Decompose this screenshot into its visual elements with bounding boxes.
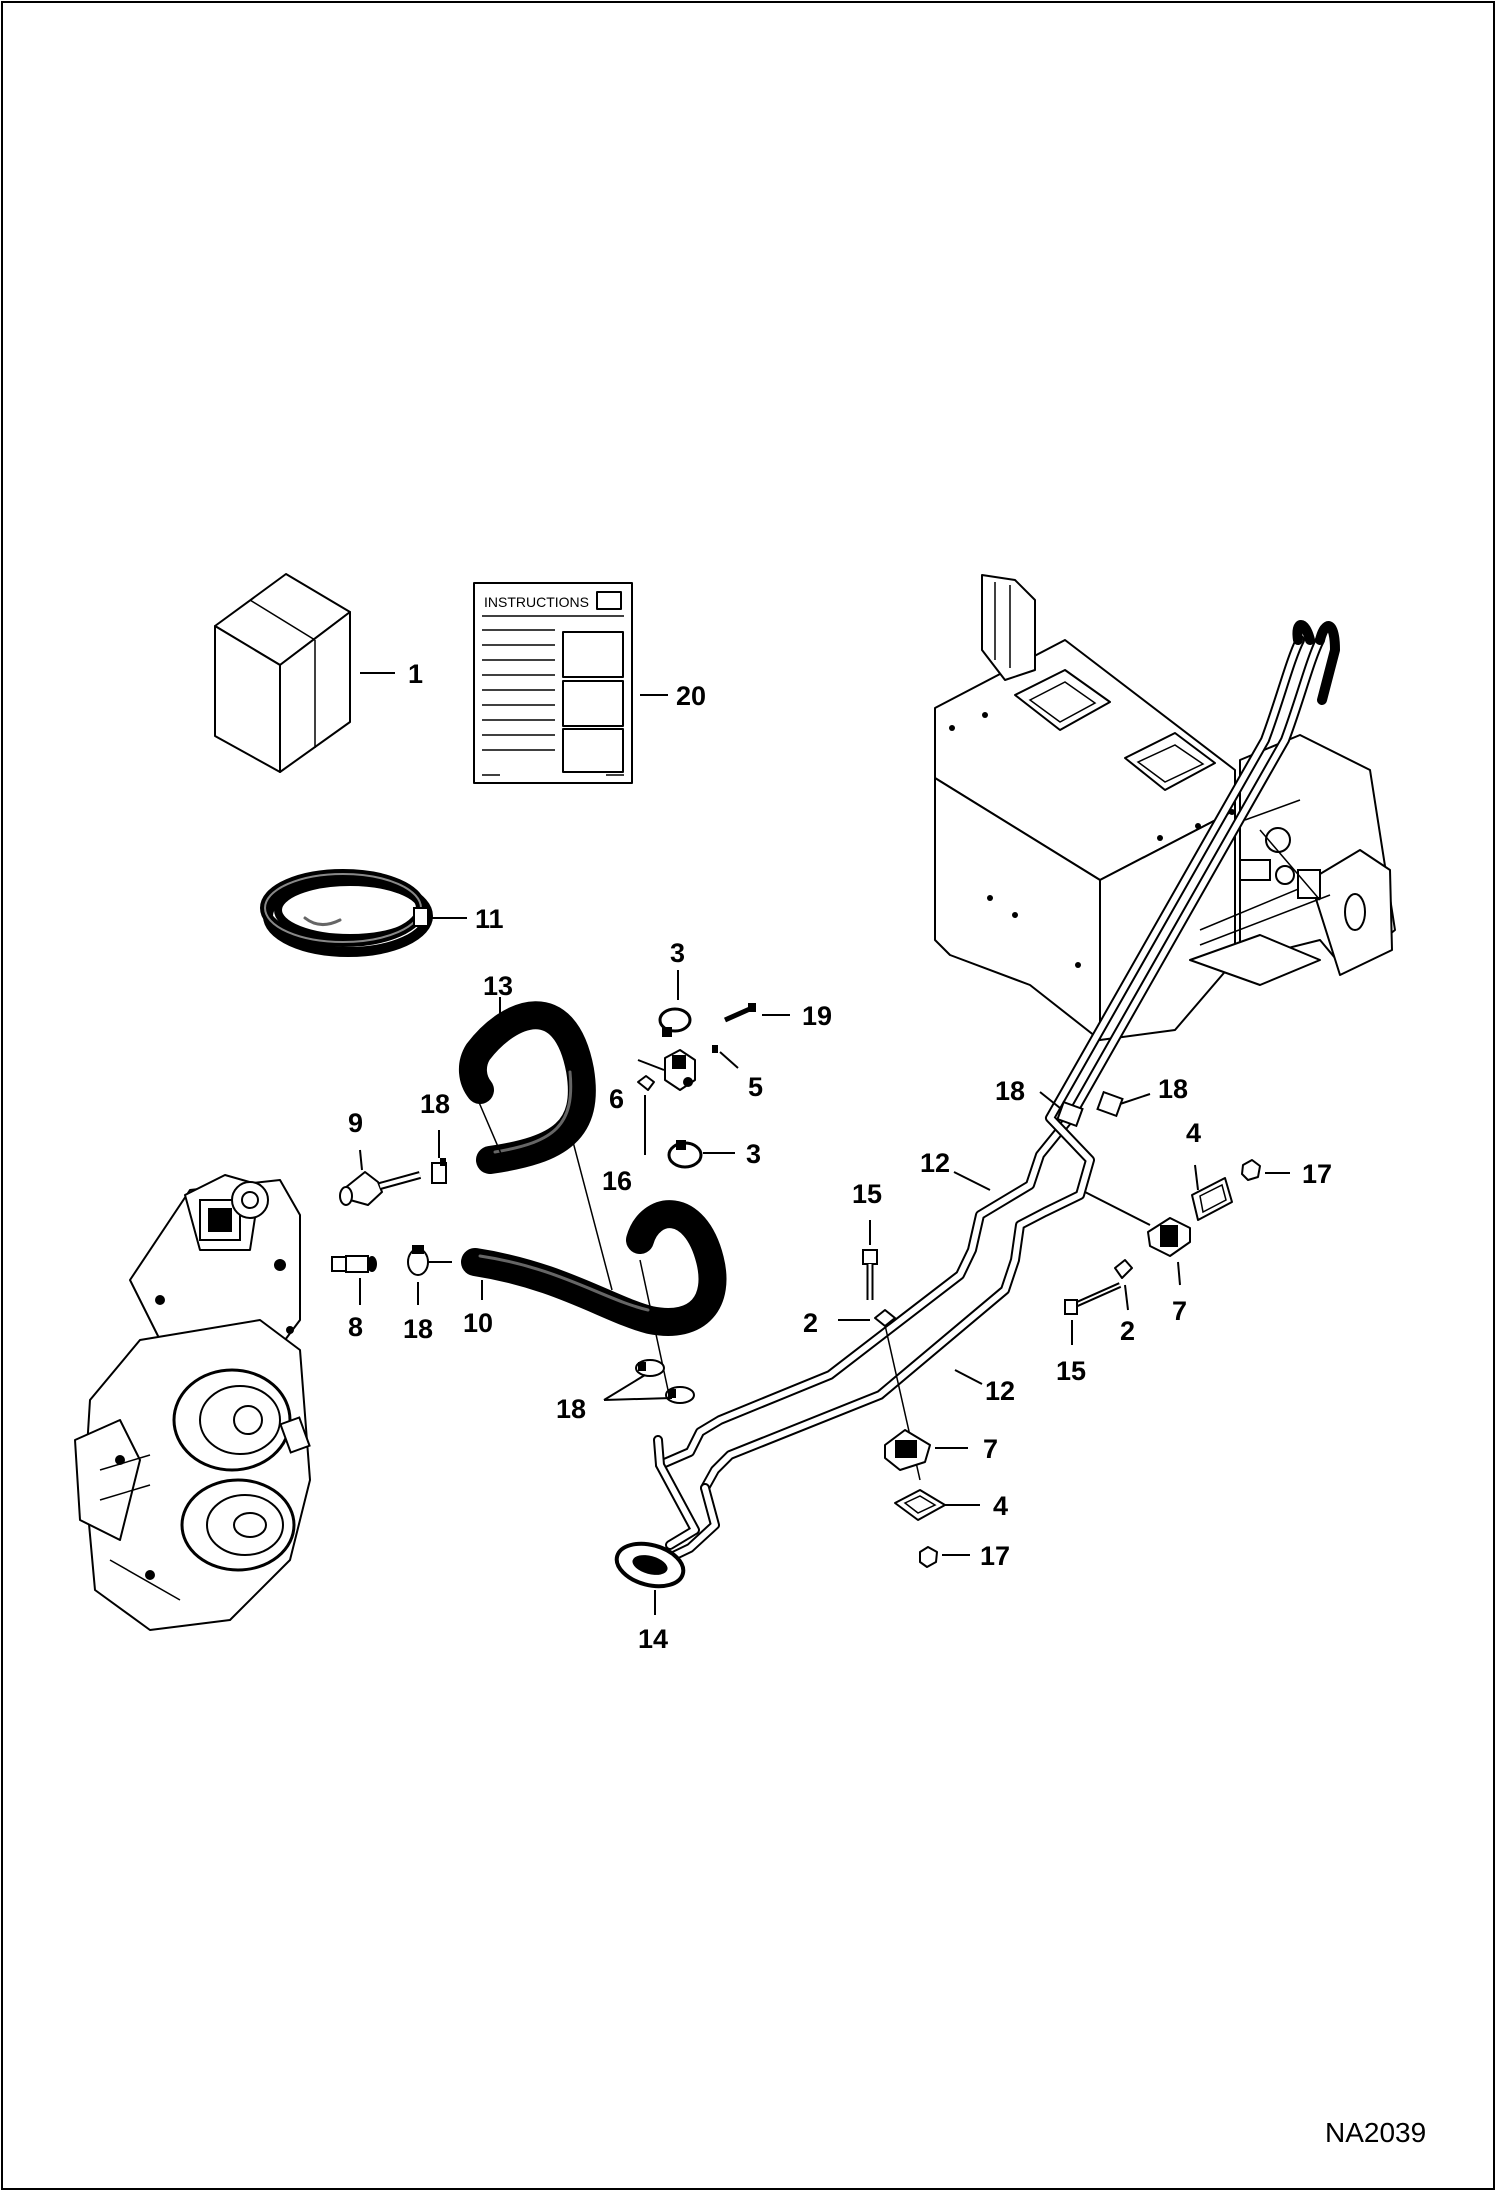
leader-18c-1	[603, 1374, 646, 1401]
fitting-16	[637, 1075, 655, 1091]
clamp-bracket-center	[884, 1429, 931, 1471]
callout-4b: 4	[1186, 1118, 1201, 1148]
callout-18d: 18	[995, 1076, 1025, 1106]
band-clamp-3-lower	[667, 1140, 703, 1169]
leader-4b	[1194, 1164, 1199, 1191]
leader-12b	[954, 1369, 983, 1385]
heater-hose-10	[461, 1200, 727, 1336]
shutoff-valve-6	[664, 1049, 696, 1091]
leader-5	[719, 1051, 739, 1069]
callout-1: 1	[408, 659, 423, 689]
heater-tube-assembly	[653, 620, 1340, 1565]
instructions-label: INSTRUCTIONS	[484, 594, 589, 610]
callout-7b: 7	[1172, 1296, 1187, 1326]
callout-19: 19	[802, 1001, 832, 1031]
callout-14: 14	[638, 1624, 668, 1654]
guide-line-1	[477, 1099, 509, 1171]
straight-fitting-8	[331, 1255, 377, 1273]
leader-7b-tube	[1084, 1191, 1151, 1226]
hose-clamp-18a	[431, 1158, 447, 1184]
callout-8: 8	[348, 1312, 363, 1342]
callout-7a: 7	[983, 1434, 998, 1464]
guide-line-2	[507, 1137, 573, 1171]
washer-5	[712, 1045, 718, 1053]
hose-clamp-18c-2	[665, 1386, 695, 1404]
callout-18a: 18	[420, 1089, 450, 1119]
leader-18c-2	[603, 1397, 673, 1401]
callout-6: 6	[609, 1084, 624, 1114]
leader-6	[637, 1059, 665, 1071]
grommet-part	[614, 1541, 686, 1589]
callout-2a: 2	[803, 1308, 818, 1338]
callout-15b: 15	[1056, 1356, 1086, 1386]
box-kit-part	[214, 573, 351, 773]
callout-4a: 4	[993, 1491, 1008, 1521]
callout-11: 11	[475, 904, 504, 934]
washer-right	[1114, 1259, 1133, 1279]
callout-15a: 15	[852, 1179, 882, 1209]
callout-10: 10	[463, 1308, 493, 1338]
leader-2b	[1124, 1284, 1129, 1311]
callout-12a: 12	[920, 1148, 950, 1178]
figure-reference: NA2039	[1325, 2117, 1426, 2148]
callout-20: 20	[676, 681, 706, 711]
leader-9	[359, 1149, 363, 1171]
nut-right	[1241, 1159, 1261, 1181]
mount-plate-right	[1191, 1177, 1233, 1221]
leader-18d	[1039, 1091, 1061, 1109]
callout-2b: 2	[1120, 1316, 1135, 1346]
nut-center	[919, 1546, 938, 1568]
leader-12a	[953, 1171, 991, 1191]
callout-3a: 3	[670, 938, 685, 968]
hose-clamp-upper-right	[1096, 1090, 1124, 1118]
band-clamp-3-upper	[658, 1007, 692, 1037]
callout-16: 16	[602, 1166, 632, 1196]
callout-18e: 18	[1158, 1074, 1188, 1104]
leader-18e	[1119, 1093, 1151, 1105]
callout-18b: 18	[403, 1314, 433, 1344]
callout-12b: 12	[985, 1376, 1015, 1406]
instructions-sheet-part: INSTRUCTIONS	[473, 582, 633, 784]
heater-hose-13	[459, 1001, 596, 1174]
bolt-center	[862, 1249, 878, 1300]
washer-center	[874, 1309, 896, 1327]
engine-assembly	[74, 1174, 311, 1631]
mount-plate-center	[894, 1489, 946, 1521]
leader-7b	[1177, 1261, 1181, 1286]
screw-19	[723, 1003, 756, 1023]
callout-13: 13	[483, 971, 513, 1001]
bolt-right	[1064, 1282, 1122, 1315]
callout-17a: 17	[980, 1541, 1010, 1571]
hose-clamp-18b	[407, 1245, 452, 1276]
callout-5: 5	[748, 1072, 763, 1102]
clamp-bracket-right	[1147, 1217, 1191, 1257]
callout-3b: 3	[746, 1139, 761, 1169]
hose-clamp-18c-1	[635, 1359, 665, 1377]
callout-18c: 18	[556, 1394, 586, 1424]
callout-17b: 17	[1302, 1159, 1332, 1189]
elbow-fitting-9	[339, 1171, 422, 1206]
operator-console-assembly	[934, 574, 1396, 1041]
callout-9: 9	[348, 1108, 363, 1138]
coiled-hose-part	[260, 869, 433, 957]
hose-clamp-upper-left	[1056, 1100, 1084, 1128]
guide-line-3	[571, 1137, 613, 1291]
